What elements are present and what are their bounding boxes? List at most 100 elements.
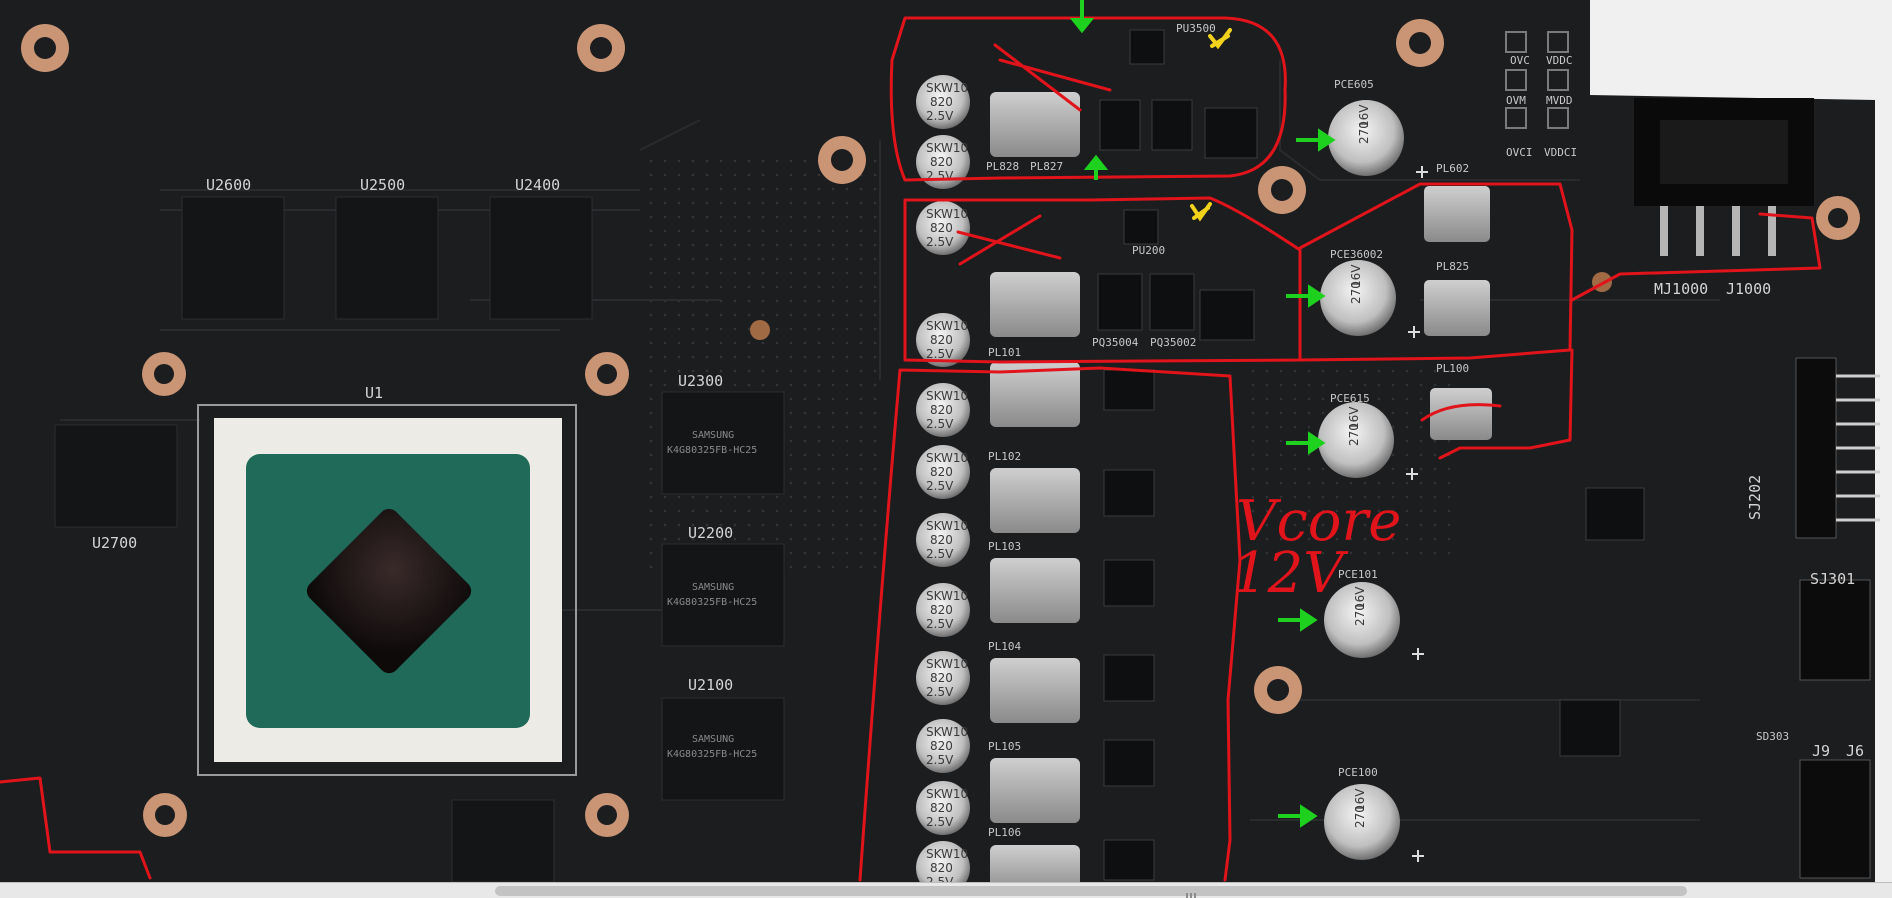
red-annotations: Vcore 12V <box>0 16 1822 882</box>
memory-chip-bottom <box>451 799 555 883</box>
memory-brand: SAMSUNG <box>692 582 734 593</box>
cap-label: SKW10 <box>926 787 968 801</box>
memory-chip-u2100 <box>661 697 785 801</box>
label-j9: J9 <box>1812 742 1830 760</box>
cap-value: 820 <box>930 801 953 815</box>
cap-value: 820 <box>930 221 953 235</box>
cap-voltage: 2.5V <box>926 417 954 431</box>
label-pl105: PL105 <box>988 740 1021 753</box>
choke-pl827 <box>990 272 1080 337</box>
choke-pl104 <box>990 658 1080 723</box>
scrollbar-grip-icon <box>1186 886 1198 898</box>
cap-value: 820 <box>930 533 953 547</box>
label-ovm: OVM <box>1506 94 1526 107</box>
power-connector <box>1634 98 1814 256</box>
cap-label: SKW10 <box>926 389 968 403</box>
cap-value: 820 <box>930 155 953 169</box>
cap-voltage: 16V <box>1353 586 1367 610</box>
mosfets <box>1097 29 1645 881</box>
green-arrows <box>1069 0 1336 828</box>
label-pl827: PL827 <box>1030 160 1063 173</box>
label-j1000: J1000 <box>1726 280 1771 298</box>
cap-value: 820 <box>930 861 953 875</box>
label-pl103: PL103 <box>988 540 1021 553</box>
cap-value: 820 <box>930 739 953 753</box>
choke-pl100 <box>1430 388 1492 440</box>
memory-brand: SAMSUNG <box>692 734 734 745</box>
label-pl104: PL104 <box>988 640 1021 653</box>
cap-label: SKW10 <box>926 657 968 671</box>
side-connectors <box>1795 357 1871 879</box>
cap-value: 270 <box>1353 603 1367 626</box>
cap-label: SKW10 <box>926 141 968 155</box>
label-pce36002: PCE36002 <box>1330 248 1383 261</box>
label-j6: J6 <box>1846 742 1864 760</box>
gpu-socket-outline <box>197 404 577 776</box>
mount-hole <box>750 320 770 340</box>
label-pl102: PL102 <box>988 450 1021 463</box>
cap-label: SKW10 <box>926 589 968 603</box>
label-pl602: PL602 <box>1436 162 1469 175</box>
cap-label: SKW10 <box>926 451 968 465</box>
cap-voltage: 16V <box>1357 104 1371 128</box>
memory-chip-u2400 <box>489 196 593 320</box>
cap-value: 820 <box>930 403 953 417</box>
connector-pins <box>1836 374 1880 522</box>
label-ovc: OVC <box>1510 54 1530 67</box>
cap-voltage: 16V <box>1347 406 1361 430</box>
cap-voltage: 2.5V <box>926 479 954 493</box>
cap-value: 270 <box>1353 805 1367 828</box>
yellow-check-second <box>1190 202 1212 222</box>
label-sj301: SJ301 <box>1810 570 1855 588</box>
memory-chip-u2500 <box>335 196 439 320</box>
memory-chip-markings: SAMSUNG K4G80325FB-HC25 SAMSUNG K4G80325… <box>667 430 757 760</box>
label-pl106: PL106 <box>988 826 1021 839</box>
via-field <box>640 150 880 570</box>
label-u1: U1 <box>365 384 383 402</box>
gpu-package <box>197 404 577 776</box>
test-pads <box>1505 31 1569 129</box>
label-pl101: PL101 <box>988 346 1021 359</box>
memory-chip-u2700 <box>54 424 178 528</box>
cap-label: SKW10 <box>926 81 968 95</box>
cap-voltage: 2.5V <box>926 109 954 123</box>
label-u2400: U2400 <box>515 176 560 194</box>
cap-label: SKW10 <box>926 725 968 739</box>
cap-voltage: 16V <box>1349 264 1363 288</box>
cap-voltage: 2.5V <box>926 685 954 699</box>
cap-voltage: 2.5V <box>926 347 954 361</box>
silkscreen: U2600 U2500 U2400 U2300 U2200 U2100 U270… <box>92 22 1864 839</box>
label-sd303: SD303 <box>1756 730 1789 743</box>
cap-value: 820 <box>930 333 953 347</box>
choke-pl101 <box>990 362 1080 427</box>
mounting-holes <box>21 19 1860 837</box>
memory-chip-u2600 <box>181 196 285 320</box>
cap-label: SKW10 <box>926 847 968 861</box>
yellow-marks <box>1190 28 1232 222</box>
cap-value: 820 <box>930 671 953 685</box>
horizontal-scrollbar[interactable] <box>0 882 1892 898</box>
label-mj1000: MJ1000 <box>1654 280 1708 298</box>
cap-value: 820 <box>930 603 953 617</box>
memory-brand: SAMSUNG <box>692 430 734 441</box>
small-capacitors: SKW108202.5VSKW108202.5VSKW108202.5VSKW1… <box>916 75 970 895</box>
scrollbar-thumb[interactable] <box>495 886 1687 896</box>
label-u2100: U2100 <box>688 676 733 694</box>
cap-voltage: 2.5V <box>926 617 954 631</box>
label-pl828: PL828 <box>986 160 1019 173</box>
label-mvdd: MVDD <box>1546 94 1573 107</box>
choke-pl828 <box>990 92 1080 157</box>
outline-connector-feed <box>1438 212 1822 460</box>
label-pl100: PL100 <box>1436 362 1469 375</box>
choke-pl103 <box>990 558 1080 623</box>
cap-voltage: 16V <box>1353 788 1367 812</box>
outline-vcore-phases <box>858 366 1242 882</box>
